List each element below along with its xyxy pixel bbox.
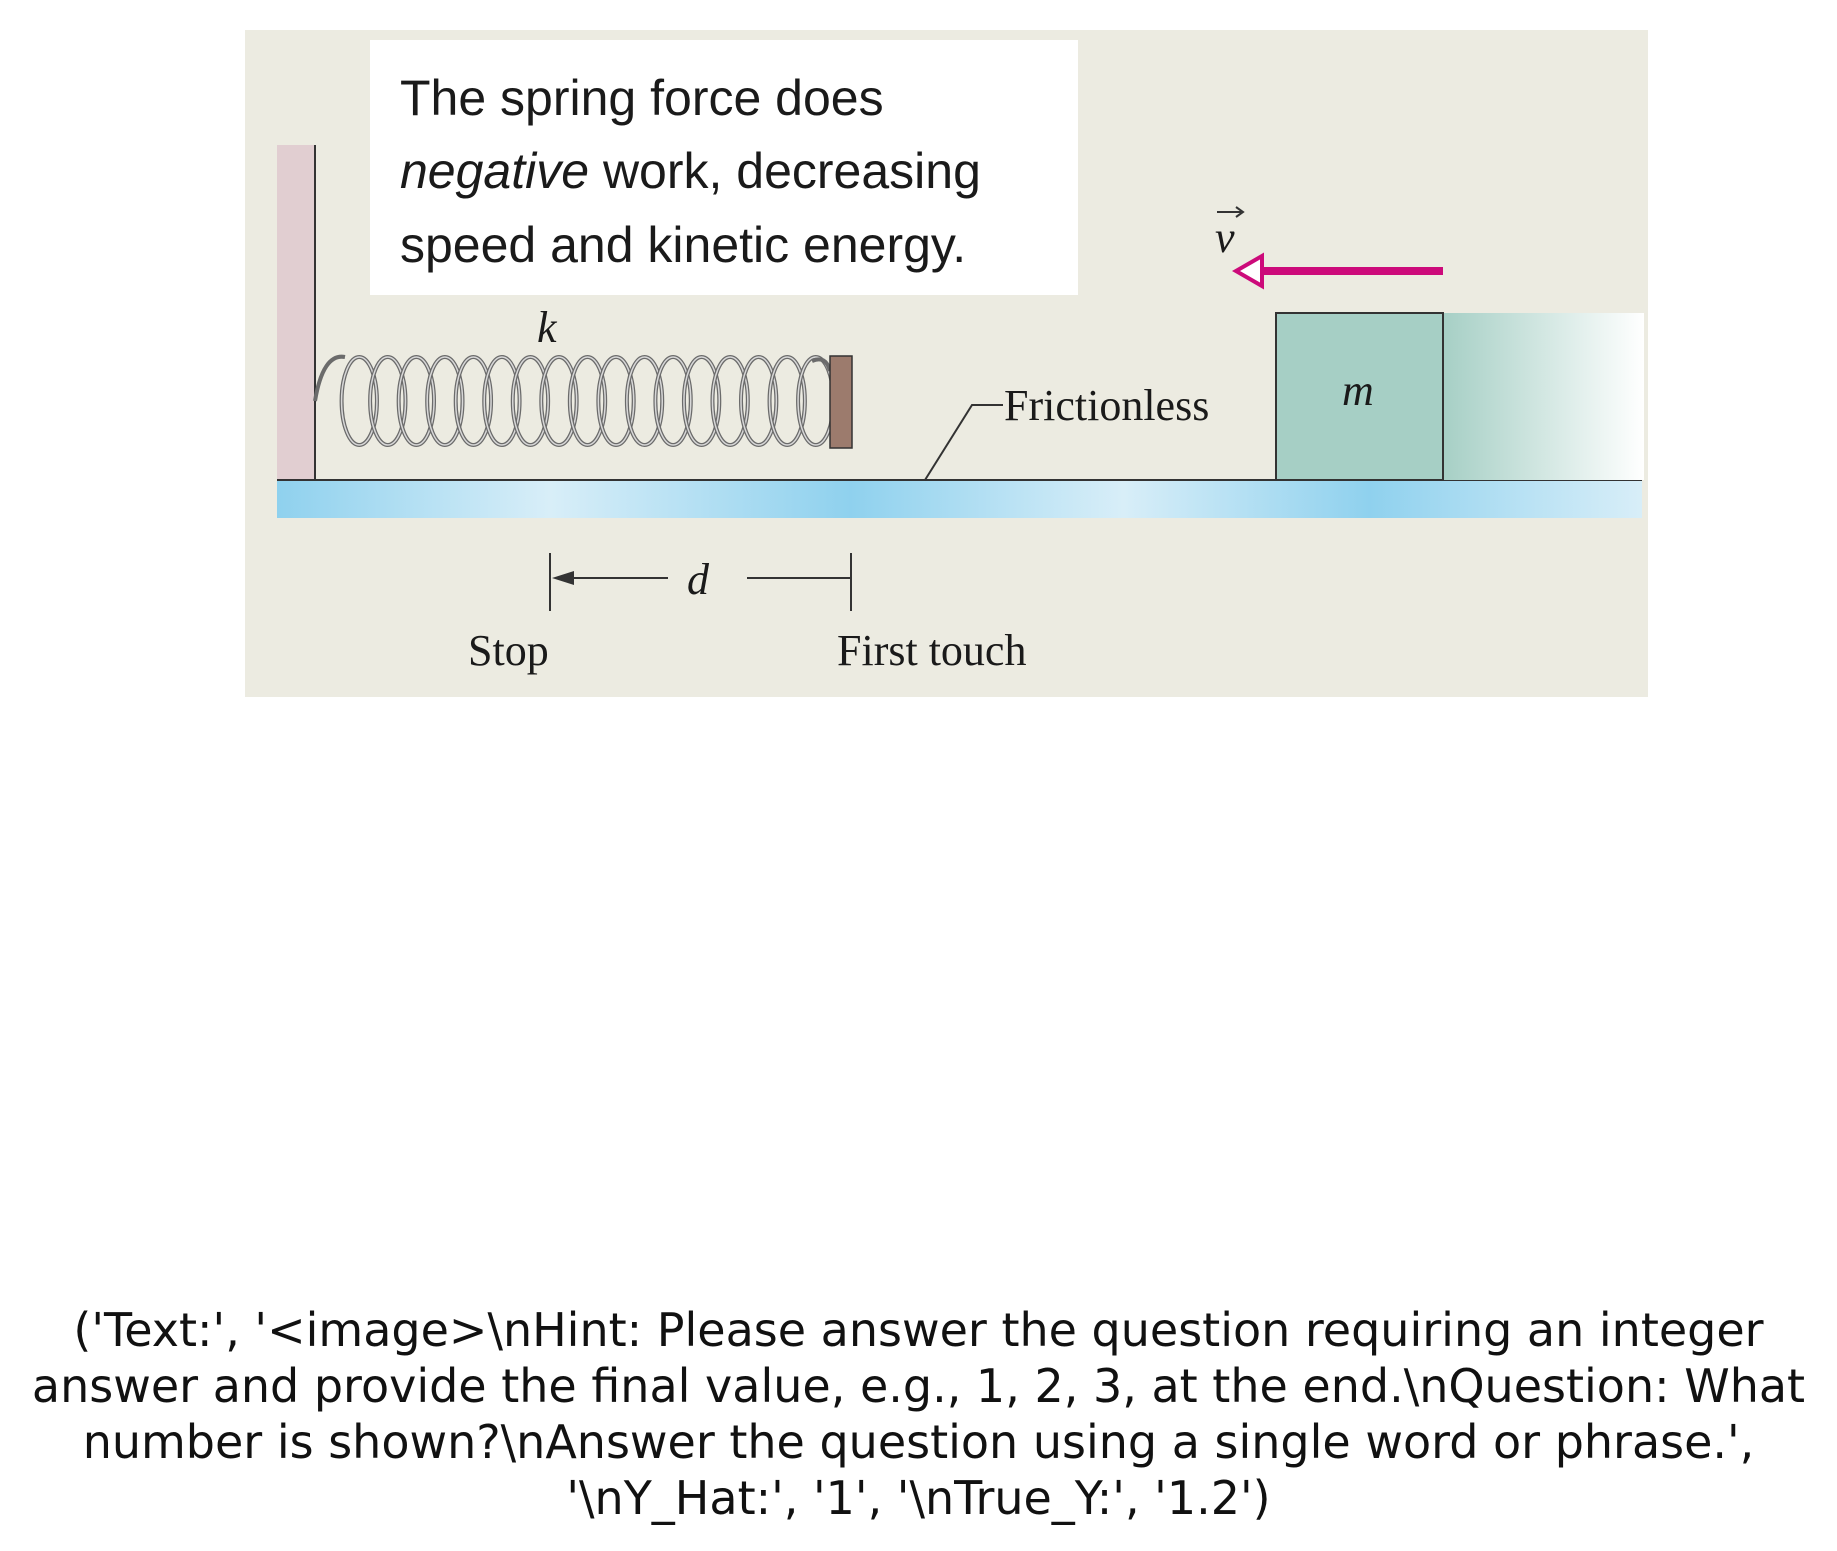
callout-line-3: speed and kinetic energy.	[400, 217, 966, 273]
stop-label: Stop	[468, 626, 549, 675]
spring-coil-highlight	[683, 356, 721, 446]
spring-coil-highlight	[626, 356, 663, 446]
velocity-vector-tip	[1235, 206, 1245, 218]
spring-coil-highlight	[454, 356, 492, 446]
velocity-label: v	[1215, 213, 1235, 262]
spring-block-diagram: The spring force does negative work, dec…	[245, 30, 1648, 697]
spring-coil-highlight	[512, 356, 549, 446]
distance-arrow-head	[552, 571, 574, 585]
spring-coil-highlight	[597, 356, 635, 446]
spring-end-plate	[829, 355, 853, 449]
spring-coil-highlight	[654, 356, 692, 446]
spring-coil-highlight	[340, 356, 378, 446]
floor	[277, 480, 1642, 518]
spring-coil-highlight	[569, 356, 606, 446]
callout-line-1: The spring force does	[400, 70, 884, 126]
first-touch-label: First touch	[837, 626, 1026, 675]
mass-label: m	[1342, 366, 1374, 415]
callout-emphasis: negative	[400, 143, 589, 199]
spring-coil-highlight	[369, 356, 407, 446]
callout-line-2: negative work, decreasing	[400, 143, 981, 199]
callout-box	[370, 40, 1078, 295]
spring-coil-highlight	[397, 356, 435, 446]
spring-coil-highlight	[768, 356, 806, 446]
distance-label: d	[687, 555, 710, 604]
spring-coil-highlight	[711, 356, 749, 446]
motion-trail	[1443, 313, 1644, 480]
frictionless-leader-line	[924, 404, 1003, 481]
spring-coil-highlight	[483, 356, 521, 446]
spring-coil-highlight	[426, 356, 464, 446]
caption-text: ('Text:', '<image>\nHint: Please answer …	[31, 1303, 1820, 1525]
block	[1275, 312, 1444, 481]
callout-line-2-rest: work, decreasing	[589, 143, 981, 199]
wall	[277, 145, 315, 480]
spring-coil-highlight	[740, 356, 778, 446]
spring-coil-highlight	[540, 356, 578, 446]
spring-plate-attachment	[811, 357, 832, 372]
frictionless-label: Frictionless	[1004, 381, 1209, 430]
spring	[313, 354, 836, 447]
spring-constant-label: k	[537, 303, 558, 352]
spring-wall-attachment	[313, 354, 346, 402]
velocity-arrow-head	[1231, 252, 1264, 290]
